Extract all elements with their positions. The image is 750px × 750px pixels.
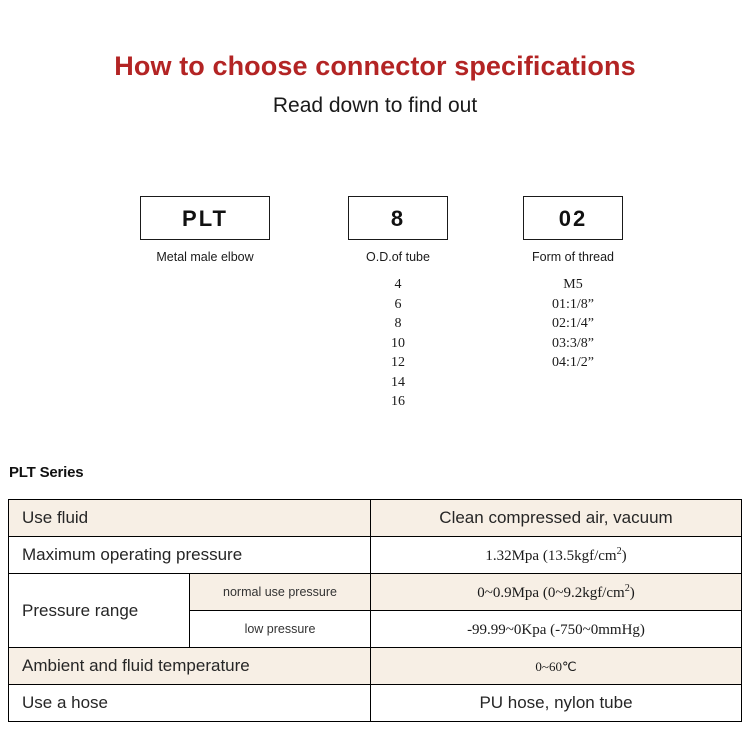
sub-label-low-pressure: low pressure: [189, 610, 371, 648]
row-value-ambient-fluid-temperature: 0~60℃: [370, 647, 742, 685]
value-text: 0~60℃: [535, 659, 577, 674]
row-value-low-pressure: -99.99~0Kpa (-750~0mmHg): [370, 610, 742, 648]
table-row: low pressure -99.99~0Kpa (-750~0mmHg): [8, 610, 742, 648]
sub-label-normal-use-pressure: normal use pressure: [189, 573, 371, 611]
table-row: Pressure range normal use pressure 0~0.9…: [8, 573, 742, 648]
code-options-form-of-thread: M5 01:1/8” 02:1/4” 03:3/8” 04:1/2”: [523, 275, 623, 373]
series-heading: PLT Series: [9, 464, 84, 481]
code-option[interactable]: 16: [391, 394, 405, 409]
code-option[interactable]: 10: [391, 335, 405, 351]
value-text: 0~0.9Mpa (0~9.2kgf/cm: [477, 585, 625, 601]
value-text: -99.99~0Kpa (-750~0mmHg): [467, 622, 645, 638]
row-label-max-operating-pressure: Maximum operating pressure: [8, 536, 371, 574]
value-text-tail: ): [629, 585, 635, 601]
row-value-normal-use-pressure: 0~0.9Mpa (0~9.2kgf/cm2): [370, 573, 742, 611]
value-superscript: 2: [624, 583, 630, 594]
code-option[interactable]: 6: [394, 296, 402, 312]
table-row: Maximum operating pressure 1.32Mpa (13.5…: [8, 536, 742, 574]
row-value-max-operating-pressure: 1.32Mpa (13.5kgf/cm2): [370, 536, 742, 574]
row-label-use-fluid: Use fluid: [8, 499, 371, 537]
code-option[interactable]: 02:1/4”: [552, 316, 594, 331]
code-option[interactable]: 01:1/8”: [552, 296, 594, 312]
code-box-series[interactable]: PLT: [140, 196, 270, 240]
code-group-form-of-thread: 02 Form of thread M5 01:1/8” 02:1/4” 03:…: [523, 196, 623, 373]
table-row: Use a hose PU hose, nylon tube: [8, 684, 742, 722]
page-header: How to choose connector specifications R…: [0, 0, 750, 117]
value-superscript: 2: [616, 546, 622, 557]
code-caption-form-of-thread: Form of thread: [532, 250, 614, 264]
row-value-use-fluid: Clean compressed air, vacuum: [370, 499, 742, 537]
code-group-series: PLT Metal male elbow: [140, 196, 270, 264]
code-box-form-of-thread[interactable]: 02: [523, 196, 623, 240]
page-title: How to choose connector specifications: [114, 51, 636, 81]
code-option[interactable]: 04:1/2”: [552, 355, 594, 370]
value-text: 1.32Mpa (13.5kgf/cm: [485, 548, 617, 564]
code-option[interactable]: 4: [394, 277, 402, 292]
row-label-ambient-fluid-temperature: Ambient and fluid temperature: [8, 647, 371, 685]
code-box-od-of-tube[interactable]: 8: [348, 196, 448, 240]
table-row: Use fluid Clean compressed air, vacuum: [8, 499, 742, 537]
code-group-od-of-tube: 8 O.D.of tube 4 6 8 10 12 14 16: [348, 196, 448, 412]
code-option[interactable]: M5: [563, 277, 583, 292]
table-row: Ambient and fluid temperature 0~60℃: [8, 647, 742, 685]
row-label-pressure-range: Pressure range: [8, 573, 190, 648]
part-number-selector: PLT Metal male elbow 8 O.D.of tube 4 6 8…: [0, 196, 750, 446]
code-options-od-of-tube: 4 6 8 10 12 14 16: [348, 275, 448, 412]
code-caption-series: Metal male elbow: [156, 250, 254, 264]
page-subtitle: Read down to find out: [272, 93, 478, 117]
code-option[interactable]: 12: [391, 355, 405, 370]
code-caption-od-of-tube: O.D.of tube: [366, 250, 430, 264]
row-label-use-a-hose: Use a hose: [8, 684, 371, 722]
row-value-use-a-hose: PU hose, nylon tube: [370, 684, 742, 722]
specification-table: Use fluid Clean compressed air, vacuum M…: [8, 499, 742, 722]
code-option[interactable]: 03:3/8”: [552, 335, 594, 351]
value-text-tail: ): [621, 548, 627, 564]
code-option[interactable]: 8: [394, 316, 402, 331]
code-option[interactable]: 14: [391, 374, 405, 390]
